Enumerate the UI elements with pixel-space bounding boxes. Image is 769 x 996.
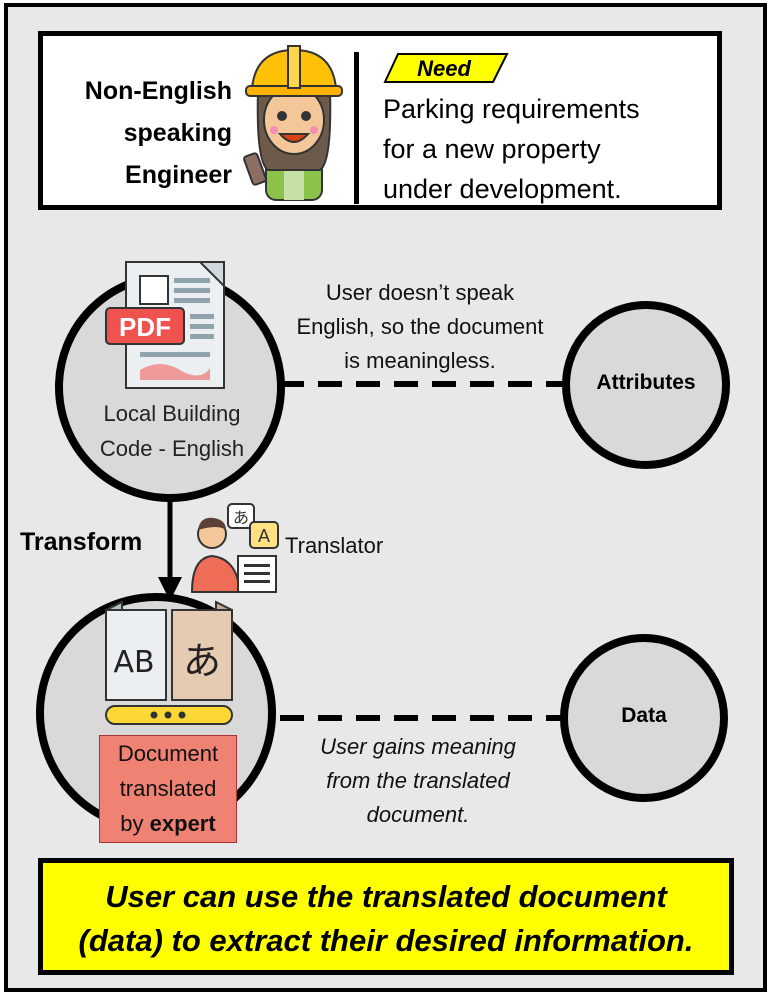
data-note-line1: User gains meaning [320,734,516,759]
connector-bottom [280,715,570,721]
result-callout: User can use the translated document (da… [38,858,734,975]
data-note-line2: from the translated [326,768,510,793]
need-line1: Parking requirements [383,94,640,124]
transform-arrow [158,495,182,601]
attributes-note: User doesn’t speak English, so the docum… [270,276,570,378]
data-label: Data [621,704,667,727]
result-line1: User can use the translated document [105,879,667,914]
need-divider [354,52,359,204]
svg-text:あ: あ [233,508,249,527]
need-description: Parking requirements for a new property … [383,89,640,209]
glyph-right: あ [183,639,221,683]
source-document-line2: Code - English [99,436,245,461]
attributes-note-line3: is meaningless. [344,348,496,373]
pdf-label: PDF [119,312,171,342]
need-tag: Need [383,53,509,83]
source-document-line1: Local Building [103,401,241,426]
attributes-note-line2: English, so the document [296,314,544,339]
data-note-line3: document. [366,802,470,827]
transform-label: Transform [20,528,143,556]
engineer-label-line3: Engineer [125,161,232,189]
svg-text:A: A [258,526,270,546]
result-line2: (data) to extract their desired informat… [78,923,694,958]
source-document-label: Local Building Code - English [62,396,282,466]
need-panel [38,31,722,210]
pdf-document-icon: PDF [105,261,225,389]
translated-document-label: Document translated by expert [99,735,237,843]
connector-top [280,381,570,387]
translated-document-line3-prefix: by [120,811,150,836]
translated-document-icon: AB あ [105,600,233,725]
data-note: User gains meaning from the translated d… [278,730,558,832]
engineer-label-line2: speaking [123,119,232,147]
glyph-left: AB [113,645,154,680]
need-tag-text: Need [417,56,471,81]
attributes-label: Attributes [596,371,696,394]
data-node [560,634,728,802]
need-line3: under development. [383,174,622,204]
need-line2: for a new property [383,134,601,164]
attributes-node [562,301,730,469]
translated-document-line3-bold: expert [149,811,216,836]
need-tag-shape [383,53,509,83]
engineer-label: Non-English speaking Engineer [52,70,232,196]
translated-document-line3: by expert [100,806,236,841]
attributes-note-line1: User doesn’t speak [325,280,515,305]
translated-document-line1: Document [117,741,219,766]
engineer-avatar-icon [243,45,343,201]
translated-document-line2: translated [119,776,217,801]
engineer-label-line1: Non-English [84,77,232,105]
translator-label: Translator [285,533,384,558]
translator-icon: あ A [190,503,279,593]
